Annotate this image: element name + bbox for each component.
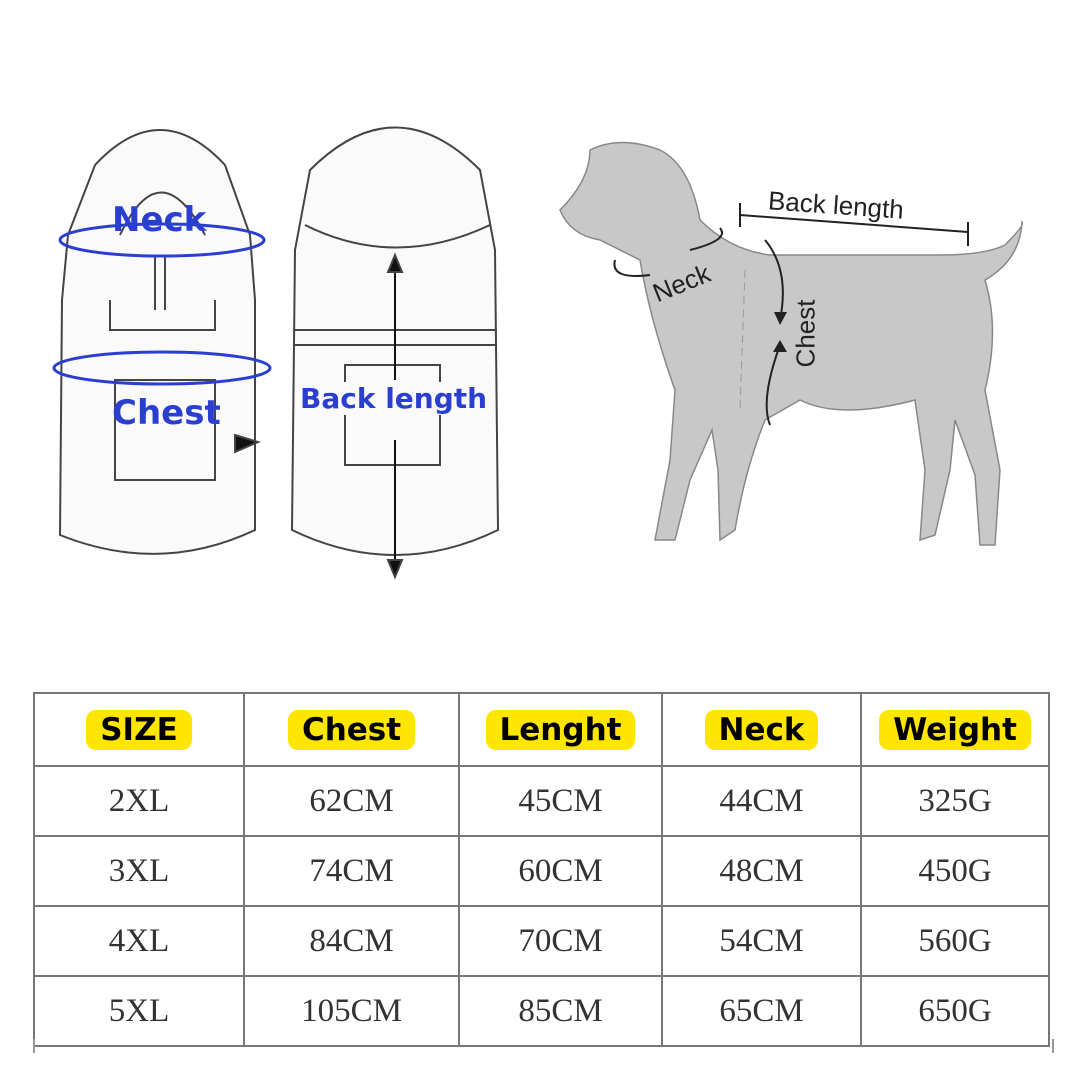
table-row: 4XL 84CM 70CM 54CM 560G xyxy=(33,905,1050,977)
chest-cell: 84CM xyxy=(243,905,460,977)
illustrations xyxy=(52,126,1024,580)
table-row: 3XL 74CM 60CM 48CM 450G xyxy=(33,835,1050,907)
front-neck-label: Neck xyxy=(112,200,207,240)
neck-cell: 65CM xyxy=(661,975,862,1047)
header-length: Lenght xyxy=(485,709,636,750)
front-chest-label: Chest xyxy=(112,393,221,433)
raincoat-back-illustration xyxy=(290,126,500,580)
weight-cell: 325G xyxy=(860,765,1050,837)
weight-cell: 560G xyxy=(860,905,1050,977)
header-chest: Chest xyxy=(287,709,416,750)
length-cell: 45CM xyxy=(458,765,663,837)
length-cell: 85CM xyxy=(458,975,663,1047)
chest-cell: 74CM xyxy=(243,835,460,907)
neck-cell: 44CM xyxy=(661,765,862,837)
table-row: 2XL 62CM 45CM 44CM 325G xyxy=(33,765,1050,837)
size-table: SIZE Chest Lenght Neck Weight 2XL 62CM 4… xyxy=(33,692,1050,1047)
length-cell: 60CM xyxy=(458,835,663,907)
dog-chest-label: Chest xyxy=(790,299,821,368)
raincoat-front-illustration xyxy=(52,129,272,555)
header-size: SIZE xyxy=(86,709,192,750)
header-neck: Neck xyxy=(704,709,819,750)
weight-cell: 450G xyxy=(860,835,1050,907)
back-length-label: Back length xyxy=(300,382,488,415)
neck-cell: 48CM xyxy=(661,835,862,907)
size-cell: 4XL xyxy=(33,905,245,977)
size-cell: 2XL xyxy=(33,765,245,837)
dog-silhouette-illustration xyxy=(559,141,1024,546)
size-cell: 5XL xyxy=(33,975,245,1047)
length-cell: 70CM xyxy=(458,905,663,977)
table-bottom-edge xyxy=(33,1039,1054,1053)
size-cell: 3XL xyxy=(33,835,245,907)
table-header-row: SIZE Chest Lenght Neck Weight xyxy=(33,692,1050,767)
chest-cell: 105CM xyxy=(243,975,460,1047)
chest-cell: 62CM xyxy=(243,765,460,837)
weight-cell: 650G xyxy=(860,975,1050,1047)
header-weight: Weight xyxy=(879,709,1031,750)
neck-cell: 54CM xyxy=(661,905,862,977)
table-row: 5XL 105CM 85CM 65CM 650G xyxy=(33,975,1050,1047)
